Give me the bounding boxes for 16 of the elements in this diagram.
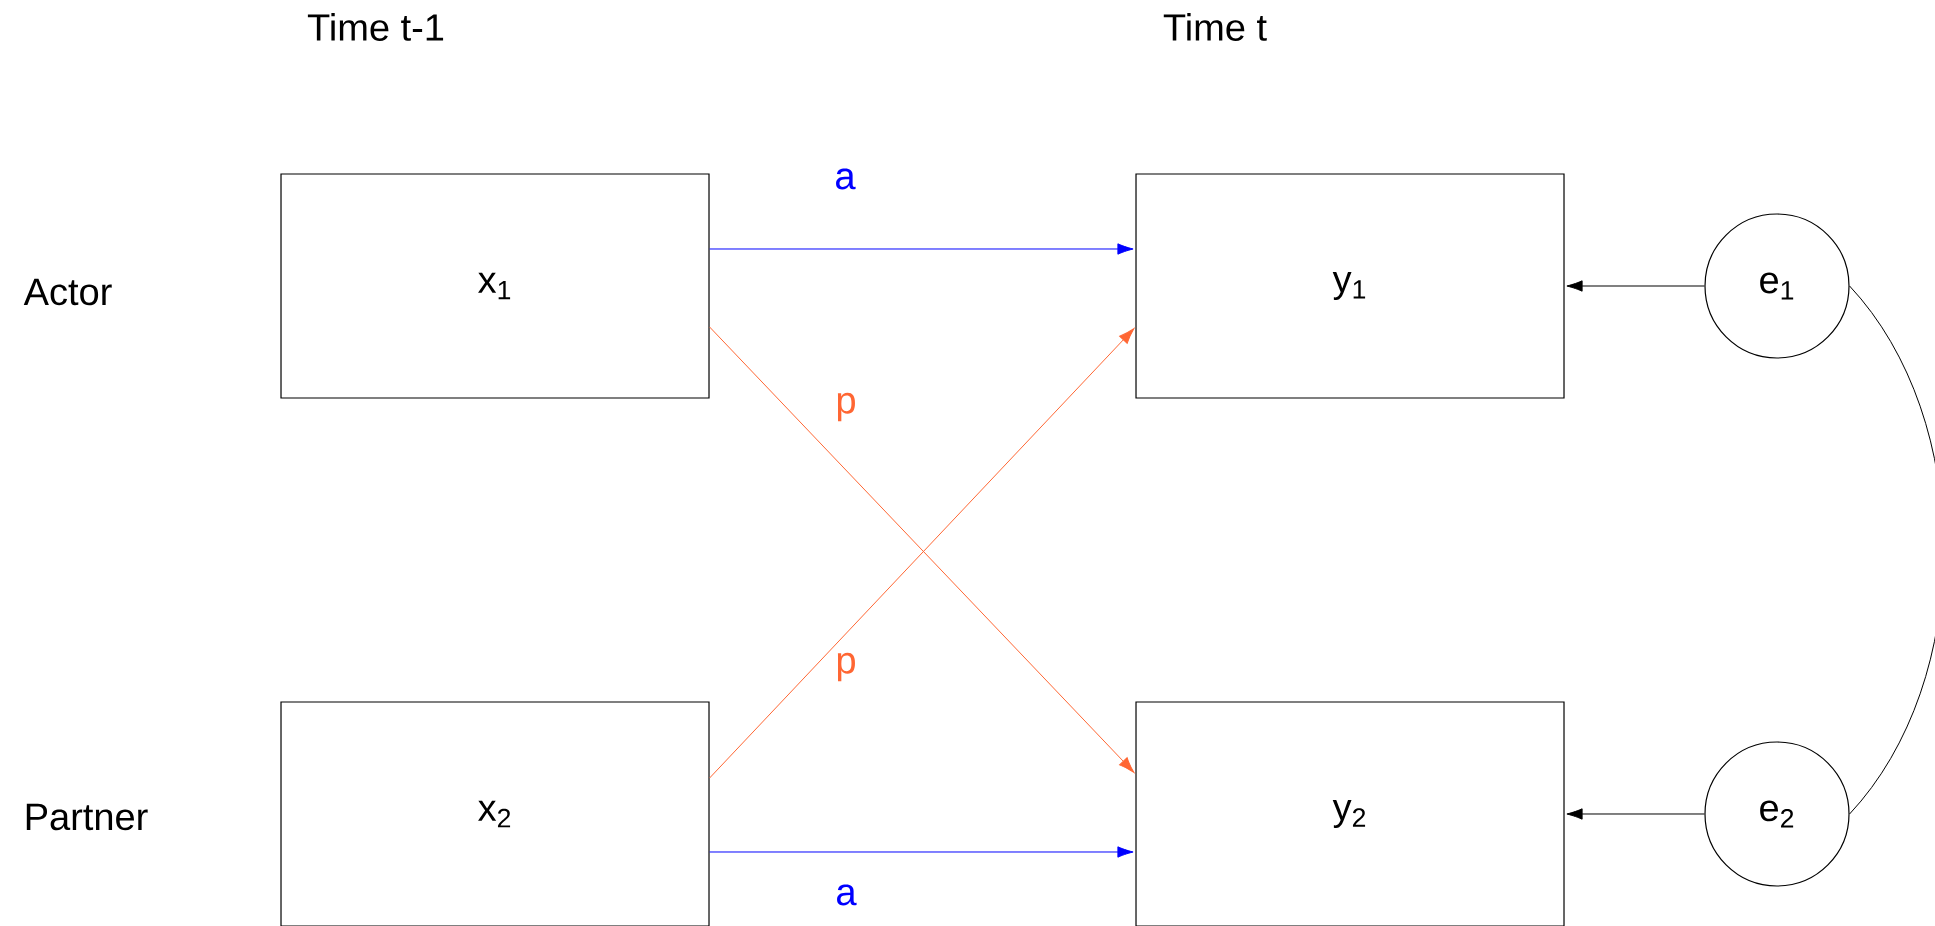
variable-box: x$_{1}$ — [280, 173, 710, 399]
edge-label: p — [833, 650, 859, 684]
time-heading: Time t — [1163, 13, 1267, 41]
edge-label: a — [833, 882, 859, 908]
arrow — [709, 243, 1134, 255]
arrow — [1566, 280, 1705, 292]
arrow — [1566, 808, 1705, 820]
time-heading: Time t-1 — [307, 13, 444, 41]
edge-label: a — [832, 166, 858, 192]
variable-box: y$_{2}$ — [1135, 701, 1565, 926]
row-label: Partner — [26, 803, 148, 831]
edge-label: p — [833, 390, 859, 424]
variable-box: y$_{1}$ — [1135, 173, 1565, 399]
row-label: Actor — [23, 278, 112, 306]
variable-box: x$_{2}$ — [280, 701, 710, 926]
arrow — [709, 846, 1134, 858]
